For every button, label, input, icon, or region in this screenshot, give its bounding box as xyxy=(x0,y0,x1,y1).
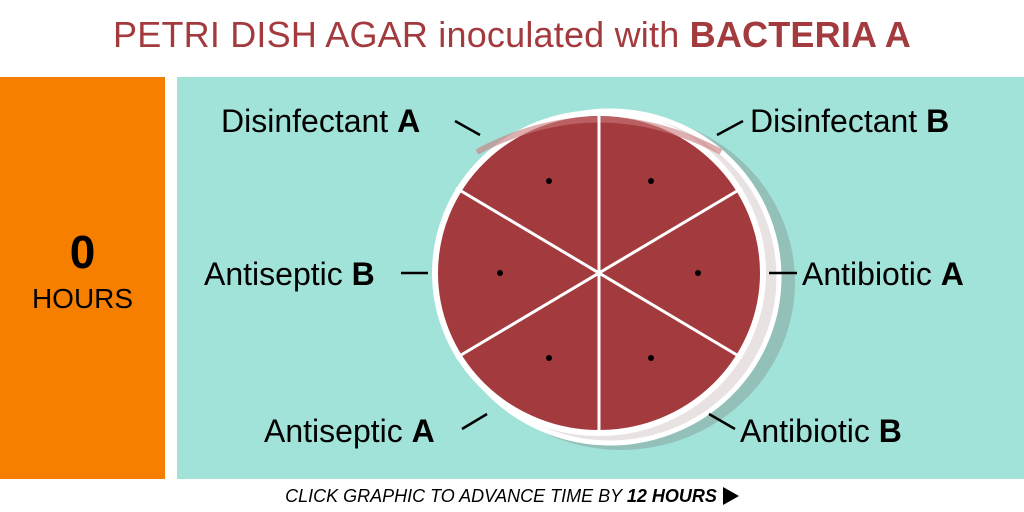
label-disinfectant-a: Disinfectant A xyxy=(221,105,420,137)
label-name: Antiseptic xyxy=(204,256,352,292)
advance-time-prompt[interactable]: CLICK GRAPHIC TO ADVANCE TIME BY 12 HOUR… xyxy=(0,486,1024,507)
label-antiseptic-b: Antiseptic B xyxy=(204,258,375,290)
elapsed-time-value: 0 xyxy=(69,226,96,278)
label-antibiotic-a: Antibiotic A xyxy=(802,258,964,290)
label-antiseptic-a: Antiseptic A xyxy=(264,415,435,447)
play-arrow-icon xyxy=(722,487,739,505)
label-name: Disinfectant xyxy=(750,103,927,139)
label-name: Disinfectant xyxy=(221,103,398,139)
label-letter: B xyxy=(878,413,902,449)
footer-text: CLICK GRAPHIC TO ADVANCE TIME BY xyxy=(285,486,627,506)
label-leaders xyxy=(401,119,797,431)
label-letter: A xyxy=(940,256,964,292)
label-letter: B xyxy=(351,256,375,292)
label-name: Antibiotic xyxy=(802,256,941,292)
label-name: Antibiotic xyxy=(740,413,879,449)
petri-dish-svg xyxy=(401,108,797,450)
footer-duration: 12 HOURS xyxy=(626,486,717,506)
elapsed-time-panel: 0 HOURS xyxy=(0,77,165,479)
section-dividers xyxy=(455,113,743,433)
inoculation-points xyxy=(497,178,701,361)
elapsed-time-unit: HOURS xyxy=(31,283,134,314)
label-letter: A xyxy=(411,413,435,449)
label-name: Antiseptic xyxy=(264,413,412,449)
title-bacteria: BACTERIA A xyxy=(689,14,911,55)
title-text: PETRI DISH AGAR inoculated with xyxy=(113,14,690,55)
label-letter: B xyxy=(926,103,950,139)
label-letter: A xyxy=(397,103,421,139)
label-antibiotic-b: Antibiotic B xyxy=(740,415,902,447)
page-title: PETRI DISH AGAR inoculated with BACTERIA… xyxy=(0,14,1024,56)
label-disinfectant-b: Disinfectant B xyxy=(750,105,949,137)
petri-dish-graphic[interactable]: Disinfectant A Disinfectant B Antiseptic… xyxy=(177,77,1024,479)
